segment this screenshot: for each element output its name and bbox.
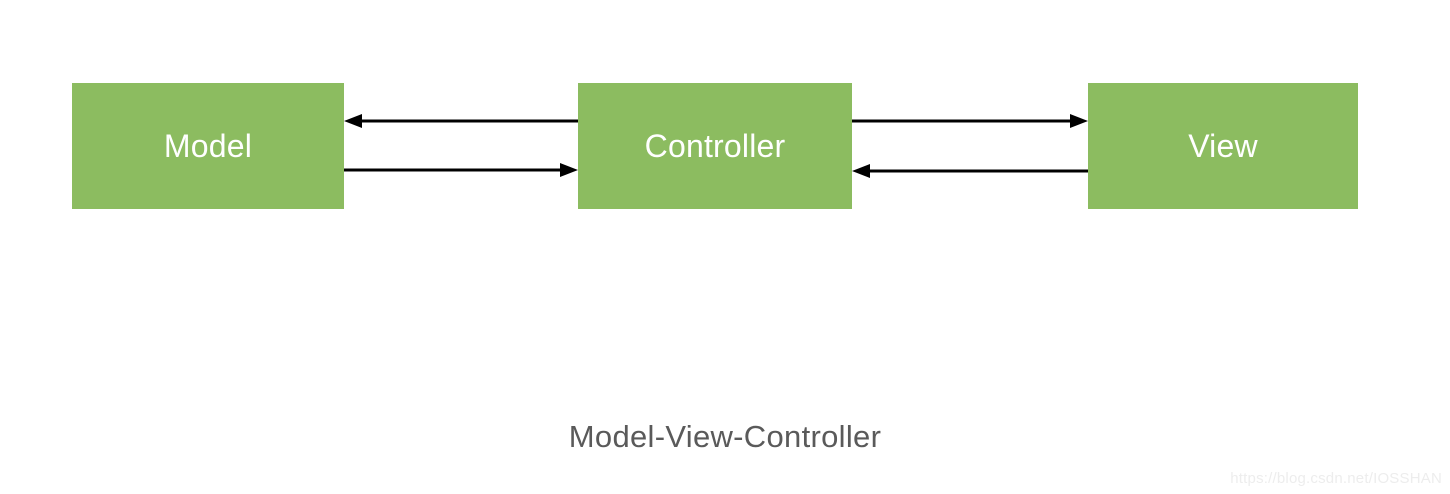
- arrow-controller-to-view: [852, 114, 1088, 128]
- node-controller-label: Controller: [644, 128, 786, 164]
- node-model-label: Model: [163, 128, 253, 164]
- diagram-caption: Model-View-Controller: [568, 419, 882, 454]
- node-model: Model: [72, 83, 344, 209]
- node-view-label: View: [1188, 128, 1258, 164]
- node-controller: Controller: [578, 83, 852, 209]
- arrow-model-to-controller: [344, 163, 578, 177]
- node-view: View: [1088, 83, 1358, 209]
- watermark-text: https://blog.csdn.net/IOSSHAN: [1230, 470, 1442, 487]
- arrow-view-to-controller: [852, 164, 1088, 178]
- arrow-controller-to-model: [344, 114, 578, 128]
